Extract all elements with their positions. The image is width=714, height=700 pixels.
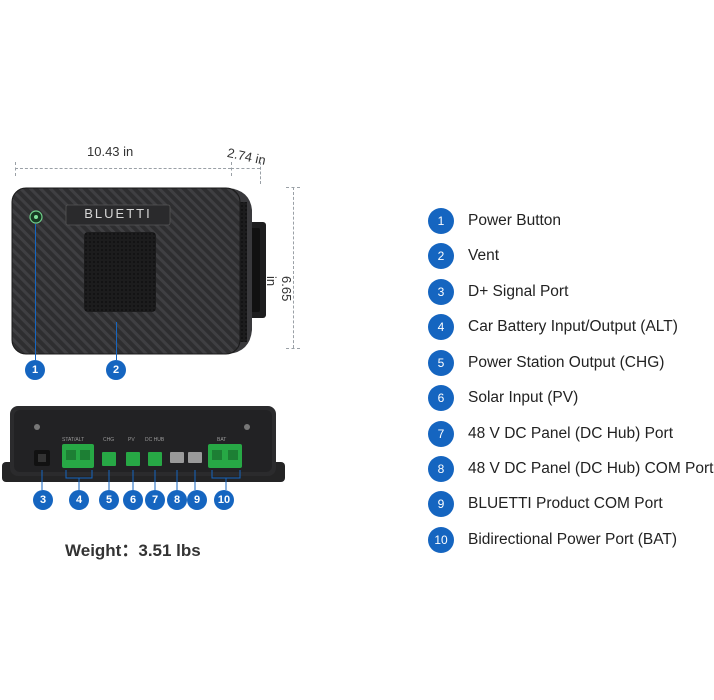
legend-item-10: 10 Bidirectional Power Port (BAT)	[428, 527, 677, 553]
legend-number: 6	[428, 385, 454, 411]
callout-10-badge: 10	[214, 490, 234, 510]
port-label-bat: BAT	[217, 437, 227, 443]
brand-logo: BLUETTI	[84, 206, 152, 221]
legend-number: 10	[428, 527, 454, 553]
weight-value: 3.51 lbs	[138, 541, 201, 560]
legend-item-5: 5 Power Station Output (CHG)	[428, 350, 664, 376]
width-dimension-tick-right	[231, 162, 232, 176]
port-label-chg: CHG	[103, 437, 115, 443]
depth-dimension-label: 2.74 in	[225, 145, 268, 168]
weight-label: Weight：	[65, 541, 139, 560]
callout-5-badge: 5	[99, 490, 119, 510]
width-dimension-tick-left	[15, 162, 16, 176]
port-label-alt: STAT/ALT	[62, 437, 85, 443]
device-top-view	[11, 187, 266, 355]
legend-label: Power Button	[468, 212, 562, 229]
legend-item-1: 1 Power Button	[428, 208, 561, 234]
callout-4-badge: 4	[69, 490, 89, 510]
callout-1-badge: 1	[25, 360, 45, 380]
port-label-dchub: DC HUB	[145, 437, 165, 443]
legend-item-4: 4 Car Battery Input/Output (ALT)	[428, 314, 678, 340]
legend-item-7: 7 48 V DC Panel (DC Hub) Port	[428, 421, 673, 447]
legend-item-9: 9 BLUETTI Product COM Port	[428, 491, 663, 517]
callout-7-badge: 7	[145, 490, 165, 510]
weight-line: Weight：3.51 lbs	[65, 536, 201, 561]
legend-number: 7	[428, 421, 454, 447]
device-port-view	[2, 406, 285, 482]
legend-number: 4	[428, 314, 454, 340]
legend-label: 48 V DC Panel (DC Hub) Port	[468, 425, 674, 442]
width-dimension-line	[15, 168, 231, 169]
legend-label: Vent	[468, 247, 500, 264]
legend-label: Bidirectional Power Port (BAT)	[468, 531, 678, 548]
legend-item-3: 3 D+ Signal Port	[428, 279, 568, 305]
legend-number: 8	[428, 456, 454, 482]
width-dimension-label: 10.43 in	[87, 144, 134, 159]
port-label-pv: PV	[128, 437, 135, 443]
callout-leaders	[41, 470, 241, 490]
legend-item-6: 6 Solar Input (PV)	[428, 385, 578, 411]
height-dimension-tick-top	[286, 187, 300, 188]
callout-9-badge: 9	[187, 490, 207, 510]
legend-label: Power Station Output (CHG)	[468, 354, 665, 371]
height-dimension-tick-bottom	[286, 348, 300, 349]
height-dimension-line	[293, 187, 294, 348]
callout-2-badge: 2	[106, 360, 126, 380]
legend-number: 3	[428, 279, 454, 305]
legend-label: Car Battery Input/Output (ALT)	[468, 318, 678, 335]
legend-item-8: 8 48 V DC Panel (DC Hub) COM Port	[428, 456, 714, 482]
depth-dimension-tick-right	[260, 162, 261, 184]
legend-item-2: 2 Vent	[428, 243, 499, 269]
callout-8-badge: 8	[167, 490, 187, 510]
legend-number: 2	[428, 243, 454, 269]
legend-number: 9	[428, 491, 454, 517]
callout-6-badge: 6	[123, 490, 143, 510]
legend-label: D+ Signal Port	[468, 283, 569, 300]
legend-number: 5	[428, 350, 454, 376]
legend-label: BLUETTI Product COM Port	[468, 495, 663, 512]
callout-3-badge: 3	[33, 490, 53, 510]
depth-dimension-line	[231, 168, 260, 169]
legend-label: Solar Input (PV)	[468, 389, 579, 406]
legend-label: 48 V DC Panel (DC Hub) COM Port	[468, 460, 714, 477]
legend-number: 1	[428, 208, 454, 234]
